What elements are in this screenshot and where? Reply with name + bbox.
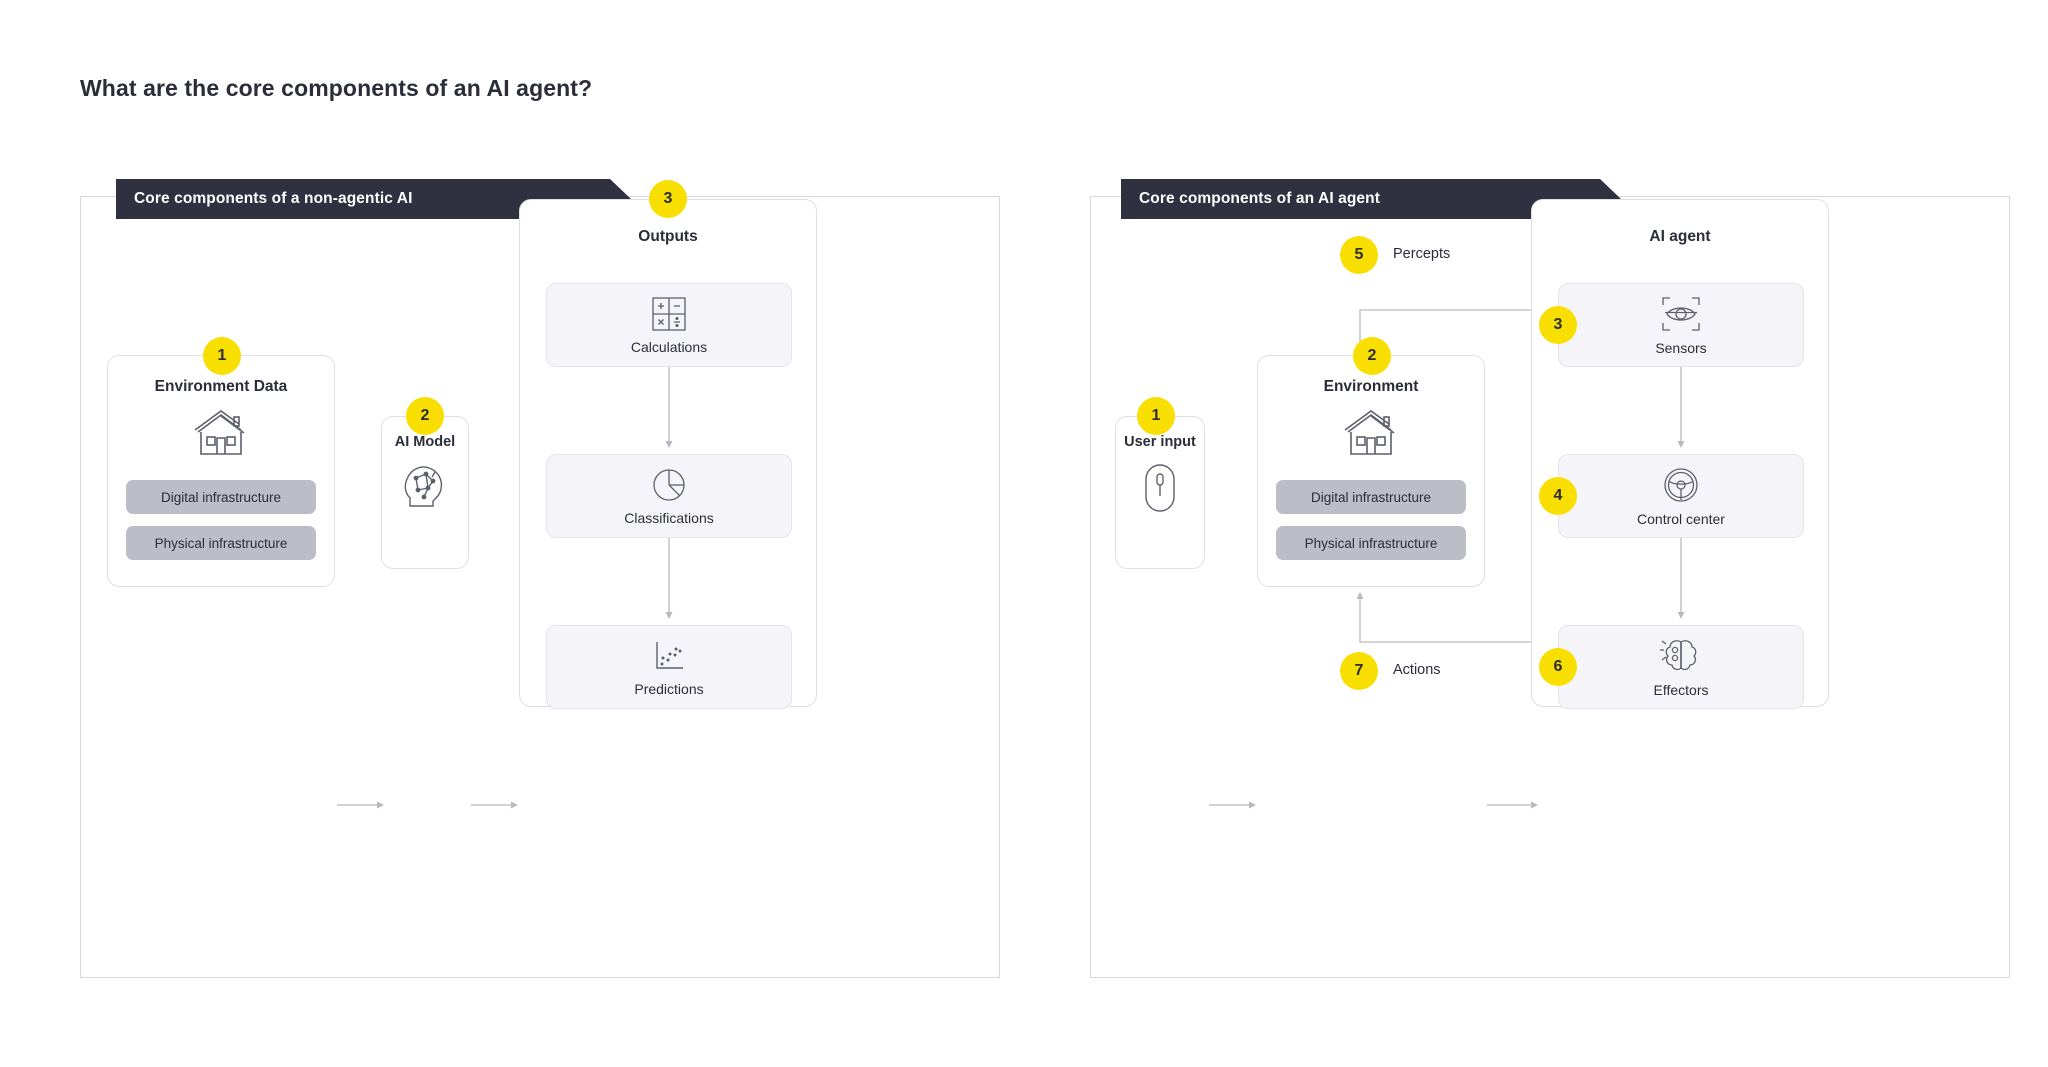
badge-4-control-center: 4	[1539, 477, 1577, 515]
arrow-sensors-to-control	[1677, 367, 1685, 448]
badge-3-sensors: 3	[1539, 306, 1577, 344]
pill-digital-infrastructure[interactable]: Digital infrastructure	[1276, 480, 1466, 514]
label-calculations: Calculations	[630, 339, 708, 355]
card-environment[interactable]: Environment Digital infrastructure Physi…	[1257, 355, 1485, 587]
label-sensors: Sensors	[1655, 340, 1707, 356]
subcard-control-center[interactable]: Control center	[1558, 454, 1804, 538]
card-user-input[interactable]: User input	[1115, 416, 1205, 569]
card-title-environment: Environment	[1323, 378, 1419, 395]
calculator-grid-icon	[650, 295, 688, 333]
subcard-classifications[interactable]: Classifications	[546, 454, 792, 538]
card-title-outputs: Outputs	[638, 228, 698, 245]
arrow-userinput-to-environment	[1209, 801, 1256, 809]
arrow-control-to-effectors	[1677, 538, 1685, 619]
label-percepts: Percepts	[1393, 246, 1451, 262]
brain-gears-icon	[1659, 636, 1703, 676]
pill-physical-infrastructure[interactable]: Physical infrastructure	[126, 526, 316, 560]
badge-7-actions: 7	[1340, 652, 1378, 690]
subcard-effectors[interactable]: Effectors	[1558, 625, 1804, 709]
arrow-classifications-to-predictions	[665, 538, 673, 619]
badge-6-effectors: 6	[1539, 648, 1577, 686]
label-classifications: Classifications	[624, 510, 714, 526]
subcard-predictions[interactable]: Predictions	[546, 625, 792, 709]
label-predictions: Predictions	[634, 681, 704, 697]
badge-5-percepts: 5	[1340, 236, 1378, 274]
badge-2-left: 2	[406, 397, 444, 435]
panel-ai-agent: Core components of an AI agent User inpu…	[1090, 196, 2010, 978]
label-actions: Actions	[1393, 662, 1441, 678]
badge-1-left: 1	[203, 337, 241, 375]
head-circuit-icon	[382, 462, 468, 514]
eye-scan-icon	[1658, 294, 1704, 334]
flow-actions-line	[1356, 592, 1545, 643]
pill-physical-infrastructure[interactable]: Physical infrastructure	[1276, 526, 1466, 560]
card-outputs[interactable]: Outputs Calculations	[519, 199, 817, 709]
page-title: What are the core components of an AI ag…	[80, 75, 593, 101]
label-effectors: Effectors	[1653, 682, 1709, 698]
arrow-environment-to-agent	[1487, 801, 1538, 809]
card-title-user-input: User input	[1124, 434, 1196, 450]
card-title-ai-model: AI Model	[394, 434, 456, 450]
badge-1-right: 1	[1137, 397, 1175, 435]
scatter-plot-icon	[650, 637, 688, 675]
steering-wheel-icon	[1661, 465, 1701, 505]
house-icon	[1258, 408, 1484, 458]
card-ai-agent[interactable]: AI agent Sensors 3	[1531, 199, 1829, 709]
card-environment-data[interactable]: Environment Data Digital infrastructure …	[107, 355, 335, 587]
pie-chart-icon	[650, 466, 688, 504]
card-title-ai-agent: AI agent	[1649, 228, 1711, 245]
subcard-sensors[interactable]: Sensors	[1558, 283, 1804, 367]
arrow-calculations-to-classifications	[665, 367, 673, 448]
badge-3-left: 3	[649, 180, 687, 218]
panel-non-agentic-ai: Core components of a non-agentic AI Envi…	[80, 196, 1000, 978]
house-icon	[108, 408, 334, 458]
card-ai-model[interactable]: AI Model	[381, 416, 469, 569]
arrow-environment-to-model	[337, 801, 384, 809]
label-control-center: Control center	[1637, 511, 1725, 527]
subcard-calculations[interactable]: Calculations	[546, 283, 792, 367]
card-title-environment-data: Environment Data	[154, 378, 288, 395]
pill-digital-infrastructure[interactable]: Digital infrastructure	[126, 480, 316, 514]
mouse-icon	[1116, 462, 1204, 514]
badge-2-right: 2	[1353, 337, 1391, 375]
arrow-model-to-outputs	[471, 801, 518, 809]
